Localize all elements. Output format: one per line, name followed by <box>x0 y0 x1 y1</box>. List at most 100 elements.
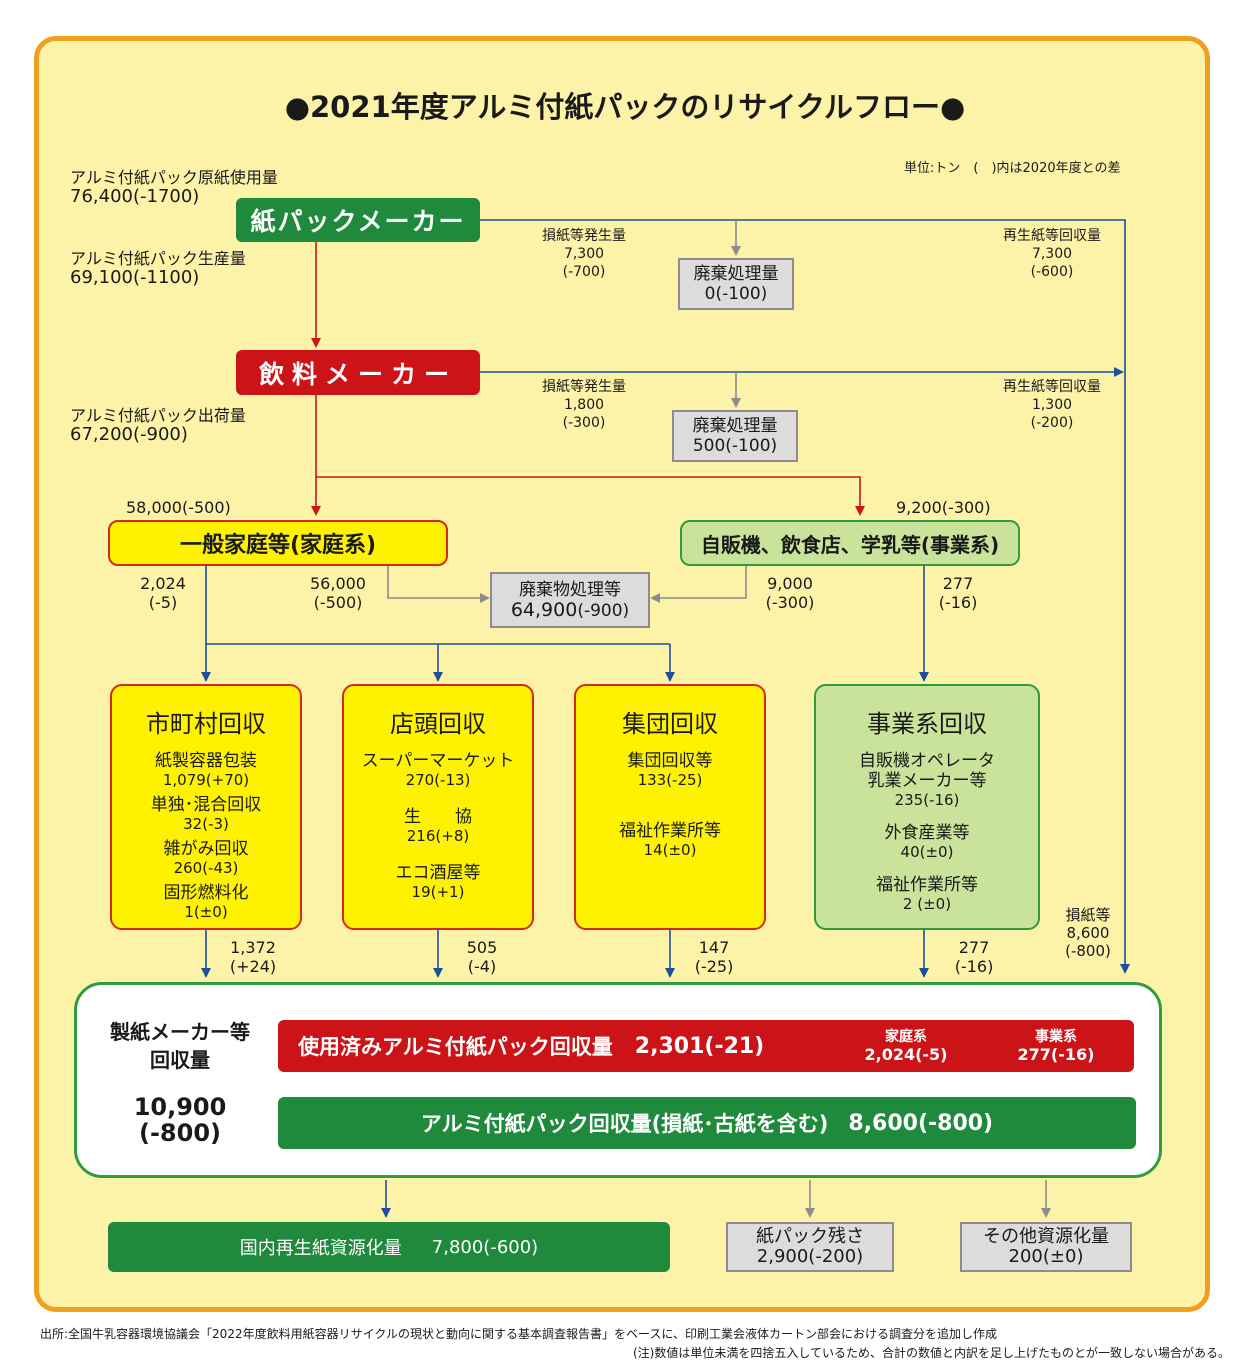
loss-paper-value: 7,300 <box>563 246 605 262</box>
residue-value: 2,900(-200) <box>756 1246 864 1267</box>
item-name: 雑がみ回収 <box>163 839 249 859</box>
item-value: 1,079(+70) <box>162 771 250 789</box>
production-value: 69,100(-1100) <box>70 267 200 288</box>
household-waste-diff: (-500) <box>313 593 363 612</box>
waste-proc-box: 廃棄物処理等 64,900(-900) <box>490 572 650 628</box>
column-title: 市町村回収 <box>146 710 266 738</box>
loss-total: 損紙等 8,600 (-800) <box>1058 906 1118 960</box>
item-name: 生 協 <box>404 807 472 827</box>
household-in-value: 58,000(-500) <box>126 498 231 517</box>
column-municipal: 市町村回収 紙製容器包装 1,079(+70) 単独･混合回収 32(-3) 雑… <box>110 684 302 930</box>
out-diff: (-4) <box>467 957 497 976</box>
diagram-title: ●2021年度アルミ付紙パックのリサイクルフロー● <box>284 90 966 124</box>
item-name: スーパーマーケット <box>361 751 515 771</box>
loss-beverage-diff: (-300) <box>562 415 606 431</box>
municipal-out: 1,372 (+24) <box>218 938 288 976</box>
shipment-label: アルミ付紙パック出荷量 <box>70 406 246 425</box>
footer-source: 出所:全国牛乳容器環境協議会「2022年度飲料用紙容器リサイクルの現状と動向に関… <box>40 1327 998 1341</box>
recycled-beverage-value: 1,300 <box>1031 397 1073 413</box>
household-waste-value: 56,000 <box>310 574 366 593</box>
item-value: 260(-43) <box>173 859 239 877</box>
household-box: 一般家庭等(家庭系) <box>108 520 448 566</box>
waste-proc-diff: (-900) <box>577 600 630 621</box>
column-title: 集団回収 <box>622 710 718 738</box>
raw-use-label: アルミ付紙パック原紙使用量 <box>70 168 278 187</box>
alu-pack-label: アルミ付紙パック回収量(損紙･古紙を含む) <box>420 1112 829 1136</box>
used-pack-label: 使用済みアルミ付紙パック回収量 <box>298 1035 613 1059</box>
loss-beverage-value: 1,800 <box>563 397 605 413</box>
business-waste-value: 9,000 <box>767 574 813 593</box>
residue-box: 紙パック残さ 2,900(-200) <box>726 1222 894 1272</box>
business-waste: 9,000 (-300) <box>752 574 828 612</box>
recycled-paper-label: 再生紙等回収量 <box>1003 228 1101 244</box>
home-value: 2,024(-5) <box>864 1045 948 1064</box>
item-value: 2 (±0) <box>902 895 952 913</box>
other-value: 200(±0) <box>1008 1246 1084 1267</box>
domestic-value: 7,800(-600) <box>431 1236 539 1258</box>
out-diff: (-25) <box>694 957 734 976</box>
business-in-value: 9,200(-300) <box>896 498 991 517</box>
waste-paper-label: 廃棄処理量 <box>693 264 779 284</box>
business-box: 自販機、飲食店、学乳等(事業系) <box>680 520 1020 566</box>
mill-total-diff: (-800) <box>139 1119 221 1147</box>
domestic-label: 国内再生紙資源化量 <box>239 1238 402 1259</box>
recycled-beverage-label: 再生紙等回収量 <box>1003 379 1101 395</box>
out-value: 277 <box>958 938 990 957</box>
column-title: 事業系回収 <box>867 710 987 738</box>
item-name: 単独･混合回収 <box>150 795 262 815</box>
mill-label-2: 回収量 <box>150 1048 210 1072</box>
paper-pack-maker-box: 紙パックメーカー <box>236 198 480 242</box>
waste-beverage-label: 廃棄処理量 <box>692 416 778 436</box>
shipment-value: 67,200(-900) <box>70 424 188 445</box>
waste-proc-label: 廃棄物処理等 <box>519 579 621 600</box>
household-recov-value: 2,024 <box>140 574 186 593</box>
beverage-maker-box: 飲料メーカー <box>236 350 480 395</box>
business-recov: 277 (-16) <box>928 574 988 612</box>
column-title: 店頭回収 <box>390 710 486 738</box>
recycled-paper-value: 7,300 <box>1031 246 1073 262</box>
item-value: 14(±0) <box>643 841 697 859</box>
waste-beverage-value: 500(-100) <box>692 436 778 456</box>
loss-beverage: 損紙等発生量 1,800 (-300) <box>528 378 640 432</box>
item-name: 外食産業等 <box>884 823 970 843</box>
item-name: 集団回収等 <box>627 751 713 771</box>
household-recov: 2,024 (-5) <box>128 574 198 612</box>
used-pack-bar: 使用済みアルミ付紙パック回収量 2,301(-21) 家庭系 2,024(-5)… <box>278 1020 1134 1072</box>
household-recov-diff: (-5) <box>148 593 178 612</box>
out-diff: (+24) <box>229 957 277 976</box>
waste-paper-value: 0(-100) <box>704 284 768 304</box>
alu-pack-bar: アルミ付紙パック回収量(損紙･古紙を含む) 8,600(-800) <box>278 1097 1136 1149</box>
household-waste: 56,000 (-500) <box>300 574 376 612</box>
item-value: 270(-13) <box>405 771 471 789</box>
column-group: 集団回収 集団回収等 133(-25) 福祉作業所等 14(±0) <box>574 684 766 930</box>
mill-total: 10,900 (-800) <box>100 1094 260 1146</box>
item-value: 133(-25) <box>637 771 703 789</box>
waste-proc-amount: 64,900(-900) <box>492 600 648 621</box>
item-value: 1(±0) <box>184 903 228 921</box>
business-out: 277 (-16) <box>944 938 1004 976</box>
biz-value: 277(-16) <box>1017 1045 1095 1064</box>
item-name: 紙製容器包装 <box>155 751 257 771</box>
mill-label: 製紙メーカー等 回収量 <box>90 1018 270 1074</box>
waste-proc-value: 64,900 <box>510 598 578 621</box>
item-value: 235(-16) <box>894 791 960 809</box>
out-value: 1,372 <box>230 938 276 957</box>
item-name: 福祉作業所等 <box>876 875 978 895</box>
home-split: 家庭系 2,024(-5) <box>856 1029 956 1063</box>
store-out: 505 (-4) <box>452 938 512 976</box>
loss-paper: 損紙等発生量 7,300 (-700) <box>528 227 640 281</box>
business-recov-value: 277 <box>942 574 974 593</box>
item-value: 40(±0) <box>900 843 954 861</box>
recycled-paper: 再生紙等回収量 7,300 (-600) <box>996 227 1108 281</box>
other-box: その他資源化量 200(±0) <box>960 1222 1132 1272</box>
loss-total-label: 損紙等 <box>1065 906 1111 924</box>
out-value: 505 <box>466 938 498 957</box>
biz-split: 事業系 277(-16) <box>1006 1029 1106 1063</box>
loss-total-value: 8,600 <box>1066 924 1110 942</box>
mill-total-value: 10,900 <box>133 1093 227 1121</box>
column-business: 事業系回収 自販機オペレータ 乳業メーカー等 235(-16) 外食産業等 40… <box>814 684 1040 930</box>
item-value: 216(+8) <box>406 827 470 845</box>
home-label: 家庭系 <box>885 1029 927 1045</box>
column-store: 店頭回収 スーパーマーケット 270(-13) 生 協 216(+8) エコ酒屋… <box>342 684 534 930</box>
